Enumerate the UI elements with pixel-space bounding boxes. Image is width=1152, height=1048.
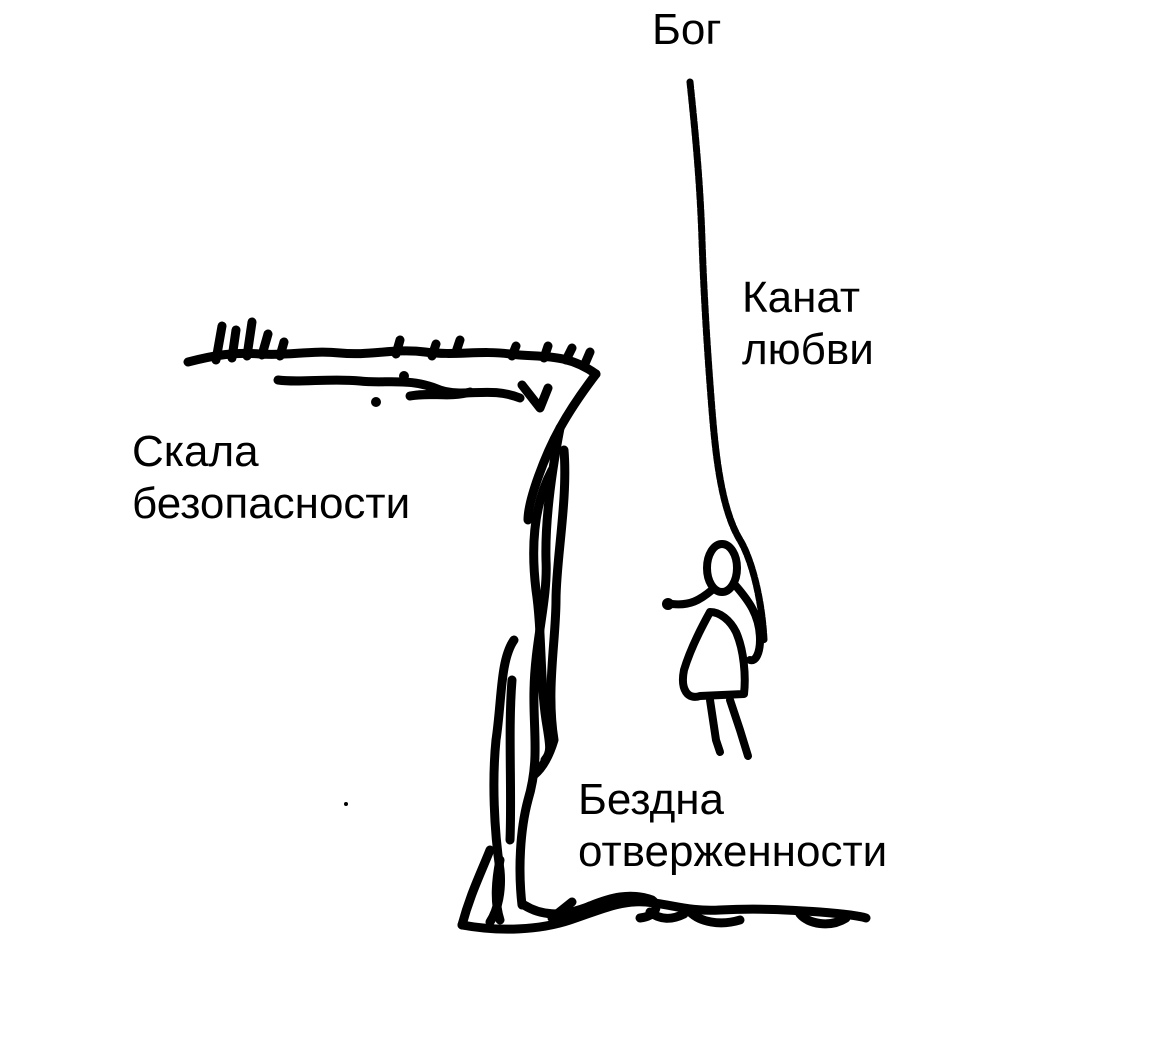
rope-of-love xyxy=(686,78,768,644)
label-cliff-line-2: безопасности xyxy=(132,479,411,528)
label-god: Бог xyxy=(652,4,721,56)
label-abyss-line-2: отверженности xyxy=(578,827,888,876)
hanging-child xyxy=(668,540,764,760)
label-god-text: Бог xyxy=(652,5,722,54)
label-cliff-of-safety: Скала безопасности xyxy=(132,426,410,530)
abyss-floor xyxy=(457,891,871,934)
label-rope-of-love: Канат любви xyxy=(742,272,874,376)
label-cliff-line-1: Скала xyxy=(132,427,259,476)
grass-specks xyxy=(344,371,409,806)
child-hand xyxy=(662,598,674,610)
label-rope-line-1: Канат xyxy=(742,273,861,322)
label-rope-line-2: любви xyxy=(742,325,874,374)
cliff-face xyxy=(457,369,601,930)
cliff-top-grass xyxy=(183,317,601,413)
label-abyss-of-rejection: Бездна отверженности xyxy=(578,774,887,878)
label-abyss-line-1: Бездна xyxy=(578,775,725,824)
